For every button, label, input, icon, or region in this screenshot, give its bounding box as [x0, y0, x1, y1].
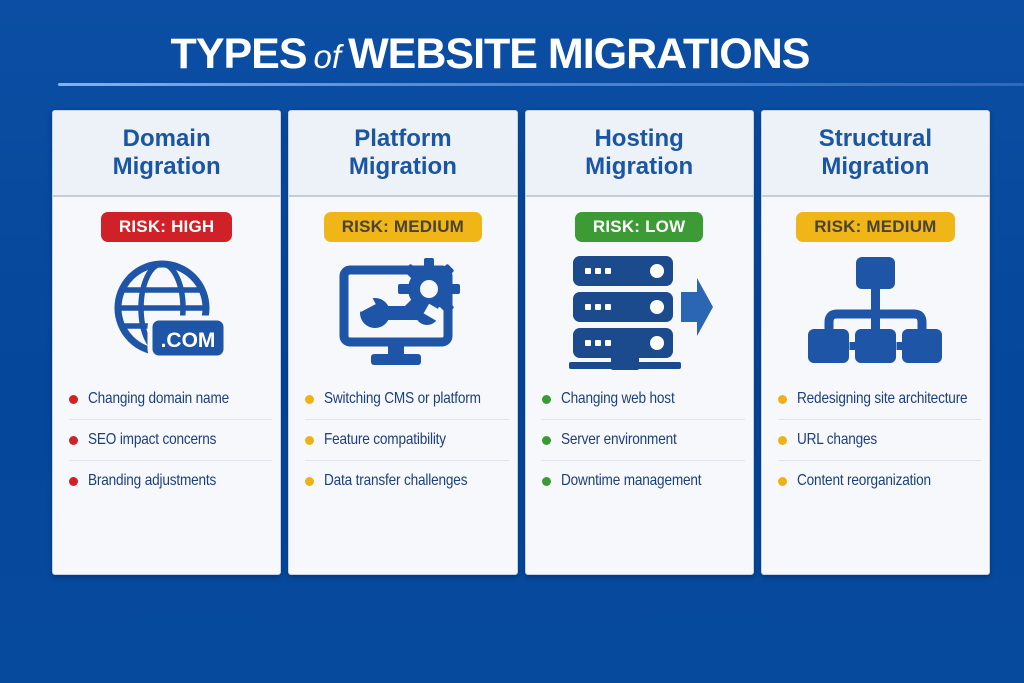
card-hosting-icon-area — [526, 244, 753, 377]
bullet-list: Changing web host Server environment Dow… — [526, 379, 753, 501]
list-item: Redesigning site architecture — [777, 379, 981, 420]
card-domain-title: Domain Migration — [113, 125, 221, 182]
bullet-label: Content reorganization — [796, 472, 931, 489]
bullet-label: Changing domain name — [88, 390, 230, 407]
card-hosting-title: Hosting Migration — [585, 125, 693, 182]
card-platform-header: Platform Migration — [289, 111, 517, 197]
card-title-line: Hosting — [594, 124, 684, 152]
list-item: SEO impact concerns — [69, 420, 273, 461]
card-domain-icon-area: .COM — [53, 244, 280, 377]
title-suffix: WEBSITE MIGRATIONS — [348, 30, 810, 78]
card-hosting-migration: Hosting Migration RISK: LOW — [524, 110, 754, 575]
bullet-list: Changing domain name SEO impact concerns… — [53, 379, 280, 501]
list-item: Switching CMS or platform — [305, 379, 509, 420]
card-title-line: Migration — [585, 153, 694, 180]
risk-badge-medium: RISK: MEDIUM — [323, 212, 483, 242]
bullet-label: Switching CMS or platform — [324, 390, 481, 407]
list-item: Changing domain name — [69, 379, 273, 420]
risk-badge-high: RISK: HIGH — [100, 212, 233, 242]
bullet-dot — [541, 394, 551, 404]
bullet-dot — [69, 476, 78, 486]
card-structural-migration: Structural Migration RISK: MEDIUM — [760, 110, 990, 575]
card-hosting-header: Hosting Migration — [525, 111, 753, 197]
bullet-dot — [777, 476, 787, 486]
card-title-line: Domain — [122, 124, 211, 152]
risk-badge-medium: RISK: MEDIUM — [796, 212, 955, 242]
bullet-dot — [69, 394, 78, 404]
bullet-label: Feature compatibility — [324, 431, 447, 448]
bullet-list: Switching CMS or platform Feature compat… — [289, 379, 516, 501]
card-platform-title: Platform Migration — [349, 125, 457, 182]
card-title-line: Migration — [821, 153, 930, 180]
card-structural-title: Structural Migration — [819, 125, 932, 182]
risk-badge-row: RISK: LOW — [526, 212, 753, 242]
list-item: Changing web host — [541, 379, 745, 420]
list-item: URL changes — [777, 420, 981, 461]
title-prefix: TYPES — [170, 30, 308, 78]
card-title-line: Migration — [112, 153, 221, 180]
migration-cards-row: Domain Migration RISK: HIGH — [52, 110, 990, 575]
bullet-label: Branding adjustments — [88, 472, 217, 489]
bullet-dot — [305, 394, 315, 404]
bullet-dot — [777, 394, 787, 404]
risk-badge-row: RISK: HIGH — [53, 212, 280, 242]
risk-badge-row: RISK: MEDIUM — [762, 212, 989, 242]
bullet-dot — [69, 435, 78, 445]
bullet-dot — [305, 435, 315, 445]
bullet-label: Data transfer challenges — [324, 472, 468, 489]
card-domain-migration: Domain Migration RISK: HIGH — [52, 110, 282, 575]
bullet-list: Redesigning site architecture URL change… — [762, 379, 989, 501]
bullet-dot — [777, 435, 787, 445]
bullet-dot — [541, 476, 551, 486]
title-connector: of — [313, 38, 342, 75]
bullet-label: Redesigning site architecture — [796, 390, 968, 407]
card-domain-header: Domain Migration — [53, 111, 281, 197]
title-underline — [58, 83, 1024, 86]
card-title-line: Structural — [818, 124, 933, 152]
card-platform-migration: Platform Migration RISK: MEDIUM — [288, 110, 518, 575]
svg-text:.COM: .COM — [160, 329, 215, 352]
card-structural-icon-area — [762, 244, 989, 377]
bullet-label: Server environment — [560, 431, 677, 448]
bullet-dot — [305, 476, 315, 486]
list-item: Content reorganization — [777, 461, 981, 501]
card-title-line: Migration — [348, 153, 457, 180]
globe-domain-icon: .COM — [114, 260, 228, 360]
list-item: Feature compatibility — [305, 420, 509, 461]
bullet-label: Changing web host — [560, 390, 675, 407]
bullet-dot — [541, 435, 551, 445]
risk-badge-low: RISK: LOW — [574, 212, 704, 242]
monitor-gear-wrench-icon — [339, 257, 460, 365]
bullet-label: SEO impact concerns — [88, 431, 217, 448]
bullet-label: Downtime management — [560, 472, 702, 489]
list-item: Downtime management — [541, 461, 745, 501]
list-item: Data transfer challenges — [305, 461, 508, 501]
server-arrow-icon — [569, 255, 714, 370]
list-item: Server environment — [541, 420, 745, 461]
bullet-label: URL changes — [796, 431, 877, 448]
card-structural-header: Structural Migration — [761, 111, 989, 197]
sitemap-icon — [808, 256, 943, 363]
risk-badge-row: RISK: MEDIUM — [289, 212, 516, 242]
card-title-line: Platform — [354, 124, 452, 152]
card-platform-icon-area — [289, 244, 516, 377]
list-item: Branding adjustments — [69, 461, 272, 501]
